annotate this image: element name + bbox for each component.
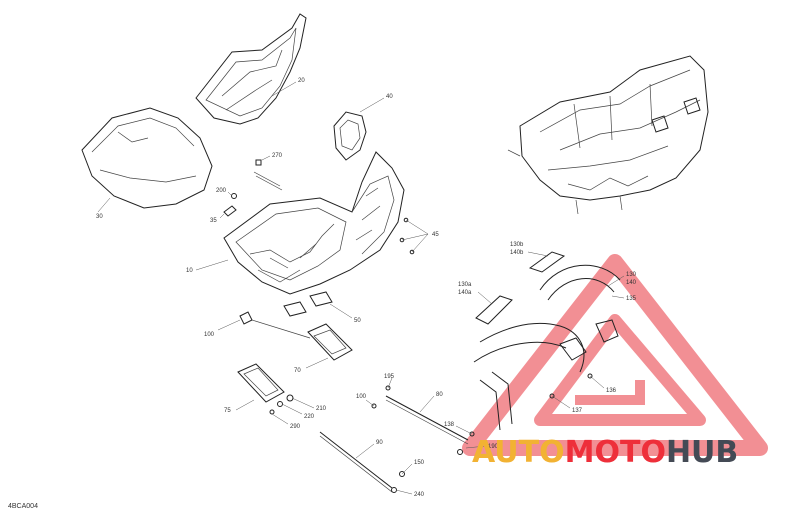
- callout-30: 30: [96, 214, 103, 220]
- callout-90: 90: [376, 440, 383, 446]
- part-130b-140b-strap: [527, 251, 566, 273]
- watermark-moto: MOTO: [564, 435, 666, 470]
- part-50-pads: [283, 291, 353, 319]
- part-10-seat-shell: [195, 151, 405, 295]
- diagram-reference-code: 4BCA004: [8, 503, 38, 510]
- part-30-seat-bottom-cushion: [81, 107, 213, 213]
- callout-35: 35: [210, 218, 217, 224]
- callout-270: 270: [272, 153, 283, 159]
- callout-140a: 140a: [458, 290, 472, 296]
- watermark-triangle: [462, 254, 768, 456]
- callout-138: 138: [444, 422, 455, 428]
- part-20-seat-back-cushion: [195, 13, 307, 125]
- callout-136: 136: [606, 388, 617, 394]
- part-130a-140a-strap: [475, 291, 513, 325]
- callout-210: 210: [316, 406, 327, 412]
- callout-75: 75: [224, 408, 231, 414]
- callout-130: 130: [626, 272, 637, 278]
- part-90-rod: [319, 431, 393, 493]
- callout-100b: 100: [356, 394, 367, 400]
- assembled-seat-view: [507, 55, 709, 215]
- part-100-70-slider: [217, 311, 353, 369]
- callout-240: 240: [414, 492, 425, 498]
- callout-220: 220: [304, 414, 315, 420]
- callout-137: 137: [572, 408, 583, 414]
- part-40-head-pad: [333, 97, 385, 161]
- watermark-auto: AUTO: [472, 435, 565, 470]
- callout-200: 200: [216, 188, 227, 194]
- callout-10: 10: [186, 268, 193, 274]
- callout-290: 290: [290, 424, 301, 430]
- hardware-136-137: [549, 373, 605, 409]
- callout-130b: 130b: [510, 242, 524, 248]
- callout-70: 70: [294, 368, 301, 374]
- callout-20: 20: [298, 78, 305, 84]
- callout-135: 135: [626, 296, 637, 302]
- part-80-rod: [385, 395, 469, 445]
- callout-195: 195: [384, 374, 395, 380]
- callout-40: 40: [386, 94, 393, 100]
- hardware-rod-fasteners: [365, 377, 487, 495]
- watermark-hub: HUB: [665, 435, 739, 470]
- callout-80: 80: [436, 392, 443, 398]
- callout-140: 140: [626, 280, 637, 286]
- callout-190: 190: [488, 444, 499, 450]
- callout-140b: 140b: [510, 250, 524, 256]
- callout-50: 50: [354, 318, 361, 324]
- hardware-270-200-35: [219, 155, 283, 219]
- callout-130a: 130a: [458, 282, 472, 288]
- callout-150: 150: [414, 460, 425, 466]
- callout-labels: 20 30 40 270 200 35 45 10 50 100 70 75 2…: [96, 78, 637, 498]
- watermark-logo-text: AUTOMOTOHUB: [472, 438, 738, 468]
- callout-100a: 100: [204, 332, 215, 338]
- part-130-140-seat-belt: [473, 264, 625, 431]
- hardware-45-screws: [399, 217, 429, 255]
- callout-45: 45: [432, 232, 439, 238]
- part-75-rail-bracket: [235, 363, 315, 425]
